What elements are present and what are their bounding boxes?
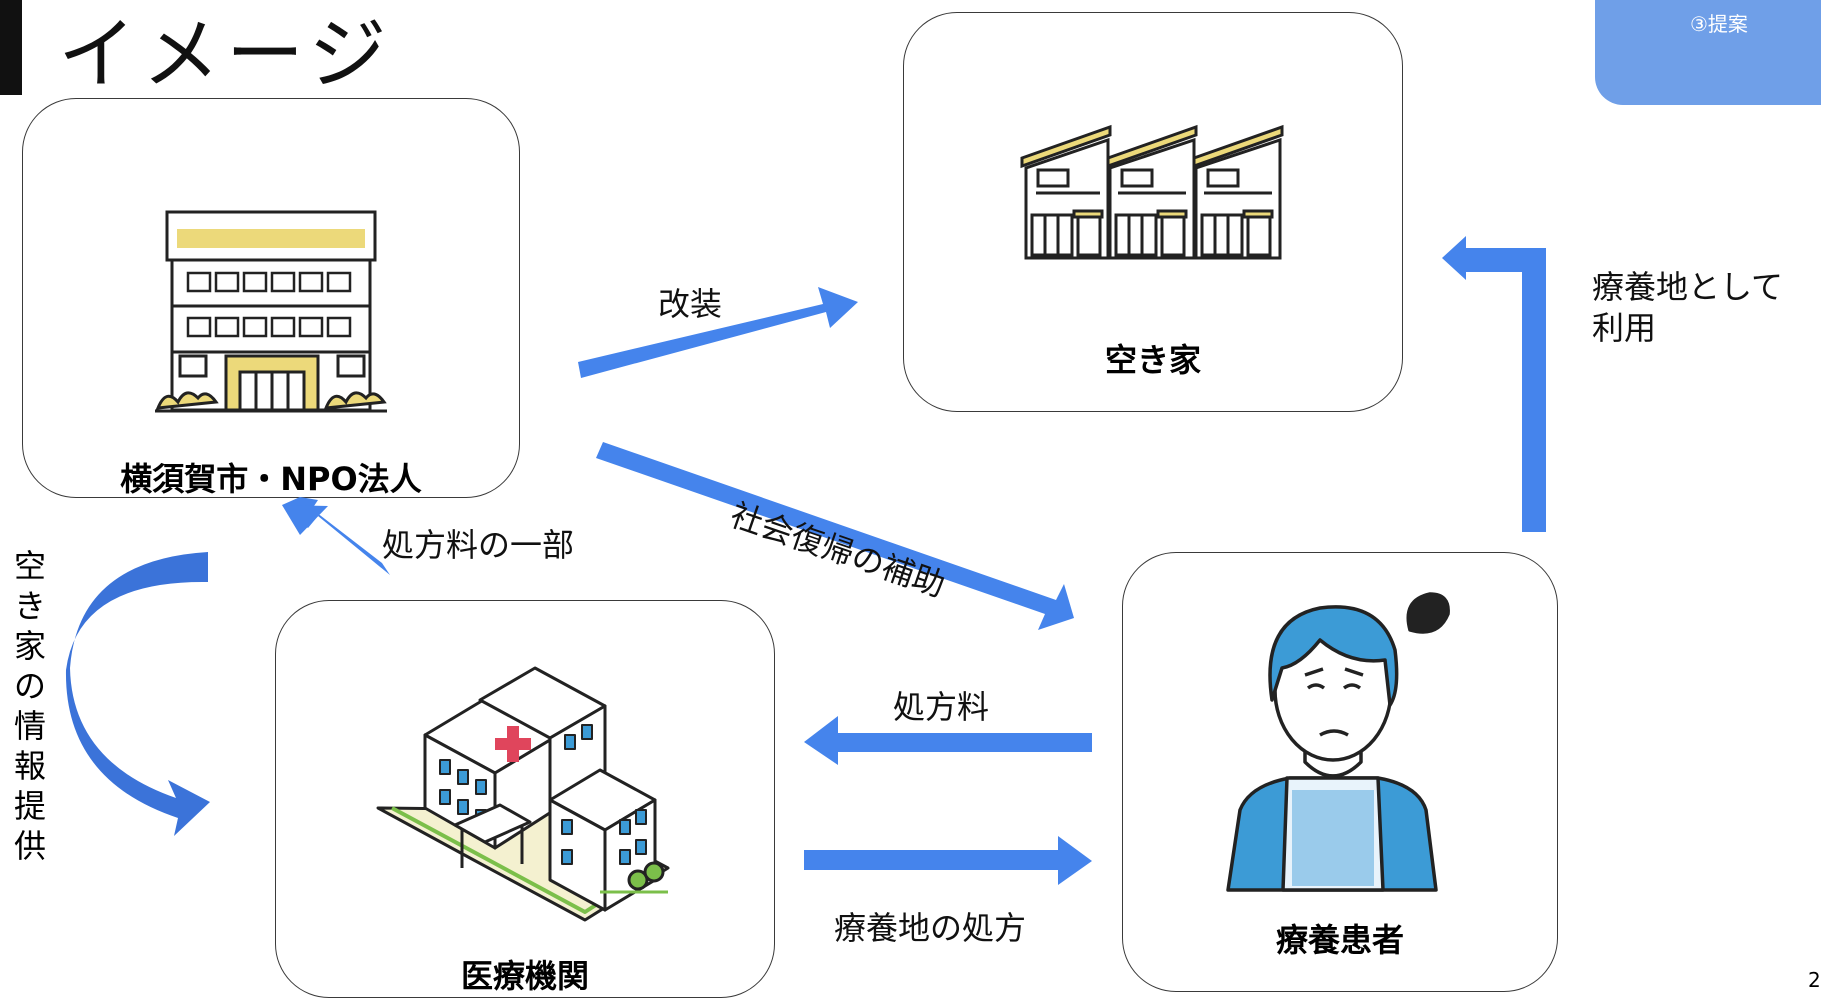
vacant-info-char: き bbox=[13, 587, 46, 625]
section-tag: ③提案 bbox=[1595, 0, 1821, 105]
worried-person-icon bbox=[1226, 592, 1450, 892]
arrow-rehab-support bbox=[596, 442, 1074, 630]
vacant-info-char: 家 bbox=[13, 627, 46, 665]
arrows bbox=[282, 236, 1546, 885]
title-accent-bar bbox=[0, 0, 22, 95]
vacant-house-label: 空き家 bbox=[1104, 341, 1201, 379]
hospital-icon bbox=[376, 666, 670, 922]
arrow-renovation bbox=[578, 287, 858, 378]
label-use-recuperation-1: 療養地として bbox=[1592, 268, 1784, 306]
vacant-info-char: の bbox=[13, 667, 46, 705]
arrow-prescription-fee bbox=[804, 716, 1092, 765]
city-hall-icon bbox=[155, 210, 387, 413]
label-prescription-fee: 処方料 bbox=[893, 688, 990, 726]
label-recuperation-prescription: 療養地の処方 bbox=[834, 909, 1027, 947]
vacant-info-char: 情 bbox=[13, 707, 46, 745]
page-number: 2 bbox=[1808, 968, 1821, 992]
city-label: 横須賀市・NPO法人 bbox=[120, 460, 422, 498]
arrow-vacant-info bbox=[65, 552, 210, 836]
label-fee-portion: 処方料の一部 bbox=[382, 526, 575, 564]
patient-label: 療養患者 bbox=[1275, 921, 1404, 959]
medical-label: 医療機関 bbox=[460, 957, 589, 995]
vacant-info-char: 空 bbox=[13, 547, 46, 585]
section-tag-label: ③提案 bbox=[1690, 12, 1748, 36]
label-renovation: 改装 bbox=[658, 285, 723, 323]
vacant-info-char: 提 bbox=[13, 787, 46, 825]
vacant-info-char: 報 bbox=[13, 747, 46, 785]
label-use-recuperation-2: 利用 bbox=[1592, 309, 1657, 347]
page-title: イメージ bbox=[58, 10, 393, 100]
row-houses-icon bbox=[1020, 124, 1284, 260]
arrow-recuperation-prescription bbox=[804, 836, 1092, 885]
vacant-info-char: 供 bbox=[13, 827, 46, 865]
arrow-use-as-recuperation bbox=[1442, 236, 1546, 532]
label-vacant-info: 空 き 家 の 情 報 提 供 bbox=[10, 546, 50, 866]
